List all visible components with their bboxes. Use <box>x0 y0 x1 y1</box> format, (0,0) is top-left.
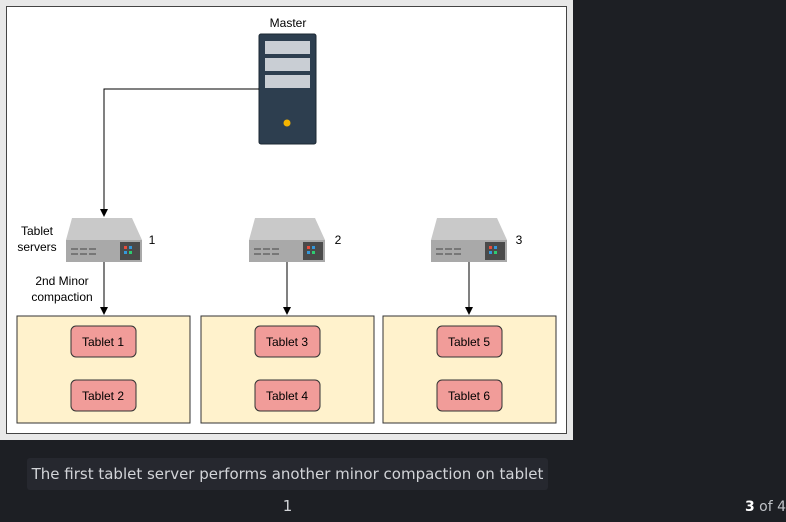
architecture-diagram: Master Tablet servers 1 2 3 2nd Minor <box>16 16 557 424</box>
compaction-label-line2: compaction <box>31 290 92 304</box>
server-number-1: 1 <box>149 233 156 247</box>
tablet-2-box <box>70 379 137 412</box>
tablet-5-label: Tablet 5 <box>448 335 490 349</box>
compaction-label-line1: 2nd Minor <box>35 274 88 288</box>
tablet-servers-label-line2: servers <box>17 240 56 254</box>
slide-pager: 3 of 4 <box>745 499 786 515</box>
tablet-1-box <box>70 325 137 358</box>
master-server-icon <box>258 33 317 145</box>
tablet-6-box <box>436 379 503 412</box>
diagram-canvas: Master Tablet servers 1 2 3 2nd Minor <box>6 6 567 434</box>
tablet-6-label: Tablet 6 <box>448 389 490 403</box>
tablet-1-label: Tablet 1 <box>82 335 124 349</box>
pager-current: 3 <box>744 499 755 515</box>
pager-total: of 4 <box>759 499 786 515</box>
tablet-2-label: Tablet 2 <box>82 389 124 403</box>
master-to-server1-arrow <box>100 88 259 217</box>
tablet-server-1-icon <box>66 218 142 262</box>
tablet-3-label: Tablet 3 <box>266 335 308 349</box>
server-number-3: 3 <box>516 233 523 247</box>
tablet-4-label: Tablet 4 <box>266 389 308 403</box>
master-label: Master <box>270 16 307 30</box>
slide-frame: Master Tablet servers 1 2 3 2nd Minor <box>0 0 573 440</box>
server-number-2: 2 <box>335 233 342 247</box>
tablet-5-box <box>436 325 503 358</box>
tablet-3-box <box>254 325 321 358</box>
slide-caption: The first tablet server performs another… <box>27 458 548 515</box>
tablet-servers-label-line1: Tablet <box>21 224 54 238</box>
tablet-server-2-icon <box>249 218 325 262</box>
tablet-server-3-icon <box>431 218 507 262</box>
tablet-4-box <box>254 379 321 412</box>
